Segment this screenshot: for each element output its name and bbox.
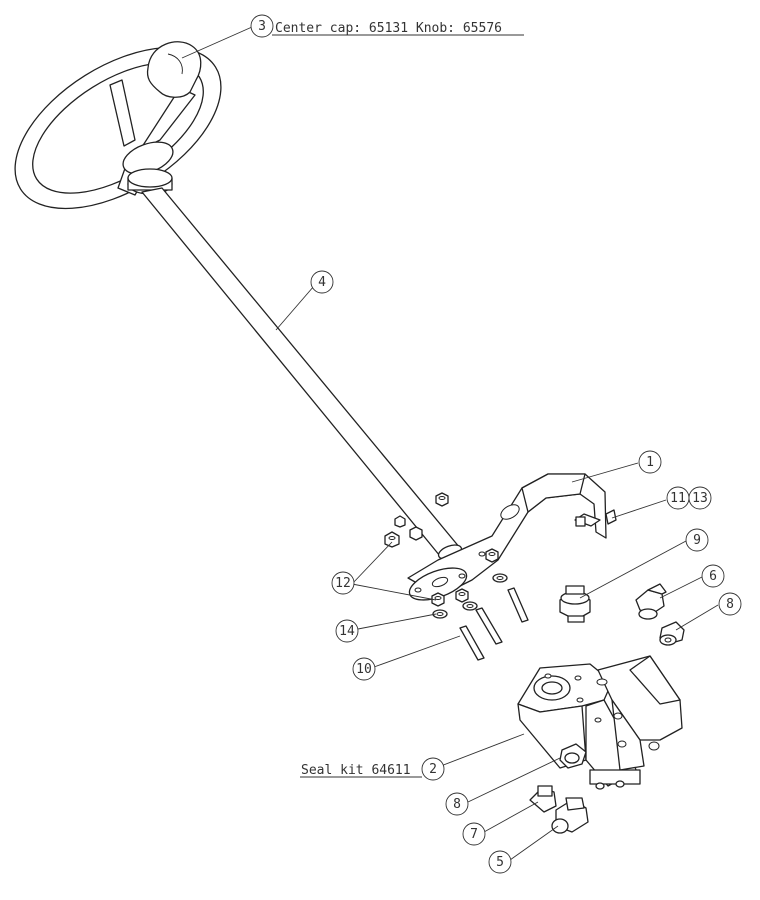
fitting-5 xyxy=(551,797,589,834)
balloon-11: 11 xyxy=(666,486,690,510)
balloon-label-1: 1 xyxy=(646,455,654,470)
fitting-8-upper xyxy=(659,621,685,646)
balloon-2: 2 xyxy=(421,757,445,781)
balloon-label-7: 7 xyxy=(470,827,478,842)
mounting-bracket xyxy=(407,473,607,601)
balloon-label-9: 9 xyxy=(693,533,701,548)
washers xyxy=(432,573,508,619)
balloon-label-10: 10 xyxy=(356,662,372,677)
studs xyxy=(459,587,529,661)
balloon-12: 12 xyxy=(331,571,355,595)
balloon-3: 3 xyxy=(250,14,274,38)
fitting-7 xyxy=(529,785,557,813)
balloon-label-2: 2 xyxy=(429,762,437,777)
balloon-label-3: 3 xyxy=(258,19,266,34)
balloon-5: 5 xyxy=(488,850,512,874)
balloon-8-upper: 8 xyxy=(718,592,742,616)
balloon-label-6: 6 xyxy=(709,569,717,584)
balloon-label-12: 12 xyxy=(335,576,351,591)
balloon-label-13: 13 xyxy=(692,491,708,506)
balloon-label-11: 11 xyxy=(670,491,686,506)
balloon-label-8-upper: 8 xyxy=(726,597,734,612)
balloon-label-4: 4 xyxy=(318,275,326,290)
balloon-8-lower: 8 xyxy=(445,792,469,816)
steering-unit xyxy=(517,655,683,790)
balloon-10: 10 xyxy=(352,657,376,681)
balloon-1: 1 xyxy=(638,450,662,474)
balloon-14: 14 xyxy=(335,619,359,643)
fitting-8-lower xyxy=(559,743,587,769)
hex-nuts xyxy=(384,492,499,607)
balloon-label-5: 5 xyxy=(496,855,504,870)
balloon-6: 6 xyxy=(701,564,725,588)
leader-lines xyxy=(181,26,719,861)
callout-text-seal-kit: Seal kit 64611 xyxy=(301,763,411,778)
callout-center-cap: Center cap: 65131 Knob: 65576 xyxy=(272,21,524,36)
steering-column xyxy=(141,187,463,560)
balloon-13: 13 xyxy=(688,486,712,510)
callout-text-center-cap: Center cap: 65131 Knob: 65576 xyxy=(275,21,502,36)
fitting-9 xyxy=(559,585,591,623)
bracket-bolts xyxy=(574,509,617,527)
callout-seal-kit: Seal kit 64611 xyxy=(300,763,422,778)
balloon-9: 9 xyxy=(685,528,709,552)
balloon-label-14: 14 xyxy=(339,624,355,639)
steering-wheel xyxy=(14,46,222,210)
balloon-label-8-lower: 8 xyxy=(453,797,461,812)
fitting-6 xyxy=(635,583,667,620)
balloon-7: 7 xyxy=(462,822,486,846)
balloon-4: 4 xyxy=(310,270,334,294)
